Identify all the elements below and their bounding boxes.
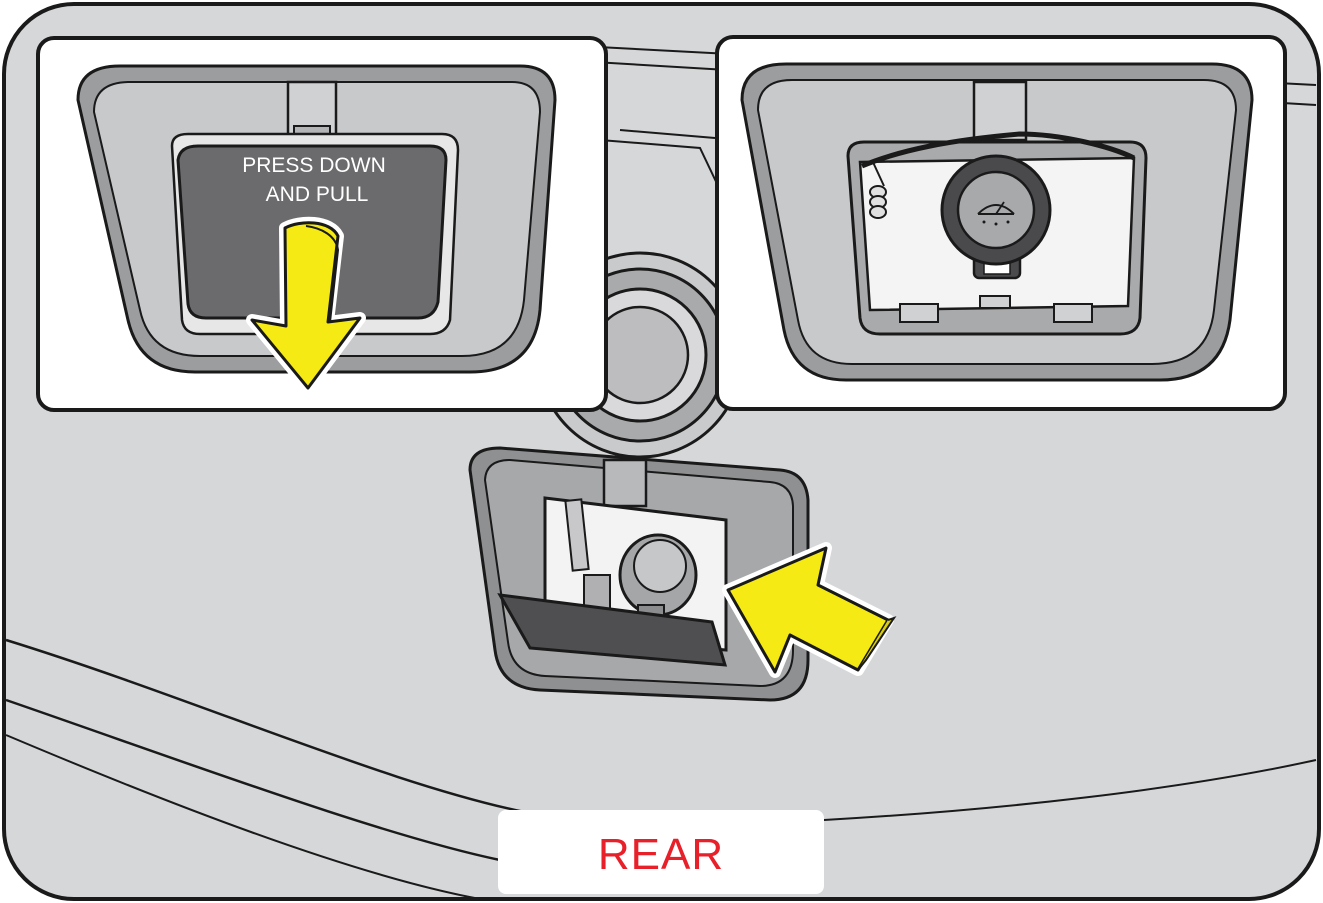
inset-open-cover xyxy=(715,35,1287,411)
down-arrow-icon xyxy=(246,216,366,394)
press-instruction-line1: PRESS DOWN xyxy=(242,154,386,177)
wiper-icon xyxy=(977,201,1015,226)
press-instruction-line2: AND PULL xyxy=(266,183,369,206)
socket-bezel-main xyxy=(468,446,810,702)
rear-label-box: REAR xyxy=(498,810,824,894)
pointer-arrow-icon xyxy=(722,542,897,678)
inset-closed-cover: PRESS DOWN AND PULL xyxy=(36,36,608,412)
rear-label: REAR xyxy=(597,830,725,879)
power-socket-icon xyxy=(940,154,1052,280)
